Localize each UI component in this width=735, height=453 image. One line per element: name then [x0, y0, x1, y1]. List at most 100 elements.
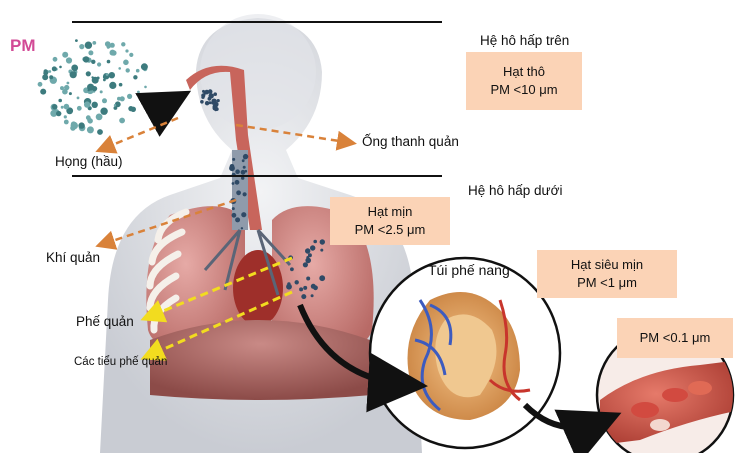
pm-particle — [97, 62, 101, 66]
fine-particle-name: Hạt mịn — [368, 203, 413, 221]
coarse-particle-name: Hạt thô — [503, 63, 545, 81]
pm-particle — [61, 106, 64, 109]
pm-particle — [235, 169, 240, 174]
pm-particle — [100, 90, 103, 93]
pm-particle — [144, 86, 147, 89]
alveolar-sac-inset — [370, 258, 560, 448]
pm-particle — [88, 89, 90, 91]
pm-particle — [242, 159, 245, 162]
alveolar-sac-label: Túi phế nang — [428, 262, 510, 278]
pm-particle — [320, 249, 323, 252]
pm-particle — [85, 42, 92, 49]
pm-particle — [86, 71, 91, 76]
pm-particle — [232, 182, 235, 185]
pm-particle — [232, 158, 235, 161]
pm-particle — [107, 60, 111, 64]
pm-particle — [319, 275, 325, 281]
nano-particle-size: PM <0.1 μm — [640, 329, 711, 347]
pm-particle-cloud — [38, 39, 148, 135]
pm-particle — [243, 166, 246, 169]
pm-particle — [119, 83, 123, 87]
pm-particle — [299, 287, 303, 291]
pm-particle — [71, 65, 78, 72]
pm-particle — [77, 106, 82, 111]
pm-particle — [75, 39, 78, 42]
pm-particle — [305, 248, 310, 253]
coarse-particle-size: PM <10 μm — [490, 81, 557, 99]
pm-label: PM — [10, 36, 36, 56]
pm-particle — [62, 89, 68, 95]
inhale-arrow-icon — [148, 98, 178, 104]
pm-particle — [208, 90, 211, 93]
pm-particle — [103, 79, 106, 82]
pm-particle — [118, 67, 121, 70]
pm-particle — [241, 227, 243, 229]
pm-particle — [243, 192, 247, 196]
larynx-label: Ống thanh quản — [362, 134, 459, 149]
pm-particle — [308, 253, 312, 257]
pm-particle — [310, 245, 315, 250]
pm-particle — [301, 294, 306, 299]
pm-particle — [71, 122, 78, 129]
pm-particle — [137, 91, 140, 94]
pm-particle — [92, 77, 99, 84]
ultrafine-particle-size: PM <1 μm — [577, 274, 637, 292]
pm-particle — [59, 66, 62, 69]
pm-particle — [129, 53, 133, 57]
pm-particle — [97, 129, 103, 135]
pm-particle — [232, 207, 235, 210]
pm-particle — [52, 66, 57, 71]
pm-particle — [92, 102, 98, 108]
pm-particle — [123, 60, 129, 66]
nano-particle-box: PM <0.1 μm — [617, 318, 733, 358]
pm-particle — [53, 57, 58, 62]
pm-particle — [141, 63, 148, 70]
pm-particle — [110, 50, 116, 56]
pm-particle — [64, 104, 70, 110]
pm-particle — [290, 267, 294, 271]
pm-particle — [49, 75, 53, 79]
pm-particle — [320, 239, 325, 244]
pm-particle — [84, 101, 90, 107]
pm-particle — [64, 120, 69, 125]
pm-particle — [106, 73, 109, 76]
pm-particle — [235, 180, 240, 185]
pm-particle — [87, 126, 94, 133]
pm-particle — [67, 82, 70, 85]
fine-particle-size: PM <2.5 μm — [355, 221, 426, 239]
pm-particle — [79, 44, 84, 49]
pm-particle — [44, 69, 48, 73]
pm-particle — [138, 94, 145, 101]
bronchioles-label: Các tiểu phế quản — [74, 356, 167, 368]
coarse-particle-box: Hạt thô PM <10 μm — [466, 52, 582, 110]
pm-particle — [114, 104, 116, 106]
pm-particle — [144, 94, 148, 98]
pm-particle — [200, 100, 204, 104]
pm-particle — [119, 118, 125, 124]
pm-particle — [109, 82, 116, 89]
pm-particle — [117, 97, 121, 101]
pm-particle — [100, 108, 107, 115]
pm-particle — [78, 122, 84, 128]
bronchi-label: Phế quản — [76, 314, 134, 329]
pm-particle — [241, 170, 246, 175]
pm-particle — [243, 154, 248, 159]
pm-particle — [136, 69, 140, 73]
pm-particle — [77, 97, 80, 100]
pm-particle — [127, 94, 132, 99]
pm-particle — [208, 97, 212, 101]
pm-particle — [96, 114, 103, 121]
pm-particle — [126, 68, 130, 72]
pm-particle — [232, 213, 237, 218]
pm-particle — [205, 101, 209, 105]
pm-particle — [89, 119, 92, 122]
lower-respiratory-label: Hệ hô hấp dưới — [468, 183, 562, 198]
pm-particle — [105, 41, 111, 47]
pm-particle — [52, 104, 57, 109]
pm-particle — [295, 280, 299, 284]
pm-particle — [70, 71, 77, 78]
pm-particle — [88, 50, 93, 55]
pm-particle — [91, 60, 95, 64]
pm-particle — [313, 240, 317, 244]
pm-particle — [303, 286, 307, 290]
